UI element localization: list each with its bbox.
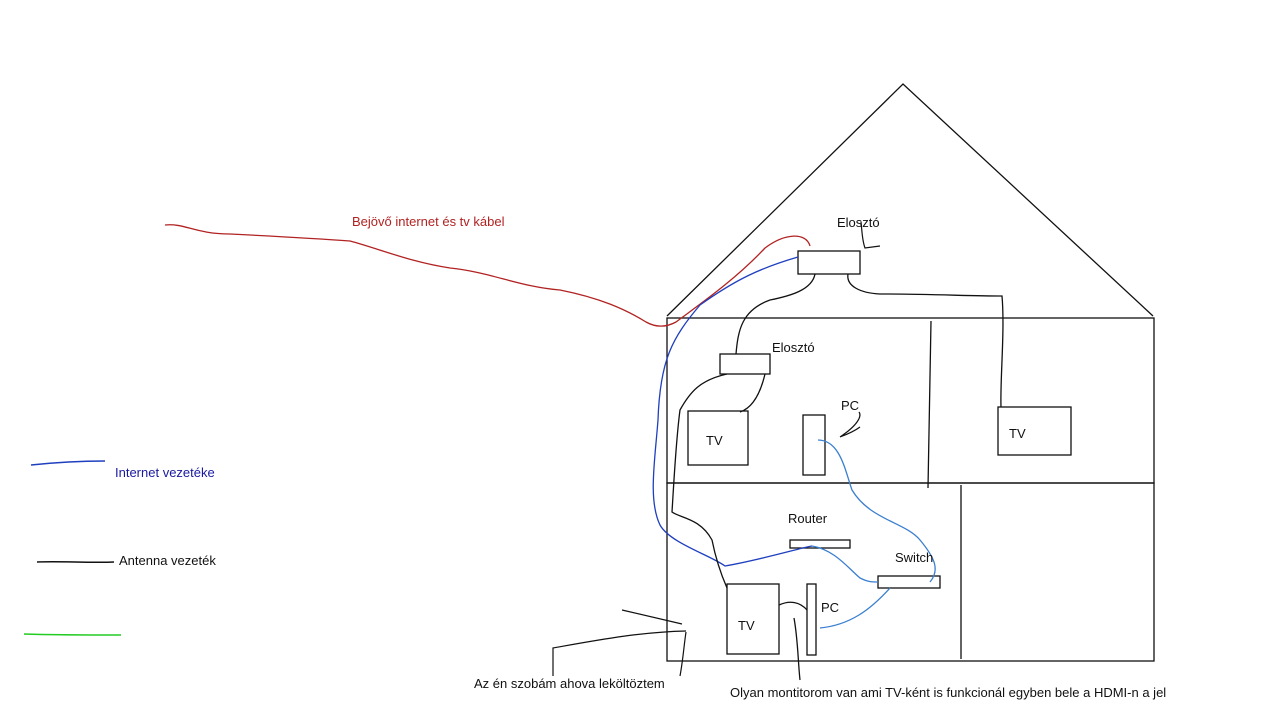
house [666,83,1155,662]
monitor-note-label: Olyan montitorom van ami TV-ként is funk… [730,685,1166,700]
splitter-floor-label: Elosztó [772,340,815,355]
incoming-cable-label: Bejövő internet és tv kábel [352,214,505,229]
tv-lower-label: TV [738,618,755,633]
incoming-cable [164,224,811,327]
legend-antenna-label: Antenna vezeték [119,553,216,568]
switch-label: Switch [895,550,933,565]
router-label: Router [788,511,828,526]
tv-upper-left-box [687,410,749,466]
tv-upper-right-label: TV [1009,426,1026,441]
pc-upper-label: PC [841,398,859,413]
devices [687,250,1072,656]
my-room-label: Az én szobám ahova leköltöztem [474,676,665,691]
splitter-floor-box [719,353,771,375]
tv-upper-left-label: TV [706,433,723,448]
tv-upper-right-box [997,406,1072,456]
splitter-attic-box [797,250,861,275]
router-box [789,539,851,549]
legend-green-swatch [23,633,122,636]
tv-lower-box [726,583,780,655]
internet-cable-main [652,256,813,567]
legend [23,460,122,636]
splitter-attic-label: Elosztó [837,215,880,230]
legend-antenna-swatch [36,560,115,564]
pc-lower-box [806,583,817,656]
internet-cable-local [811,439,936,629]
lower-floor [666,482,1155,662]
pc-lower-label: PC [821,600,839,615]
pc-upper-box [802,414,826,476]
annotation-arrows [552,221,881,677]
roof [666,83,1154,317]
legend-internet-label: Internet vezetéke [115,465,215,480]
upper-floor-divider [927,320,932,489]
antenna-cables [671,273,1004,681]
legend-internet-swatch [30,460,106,466]
